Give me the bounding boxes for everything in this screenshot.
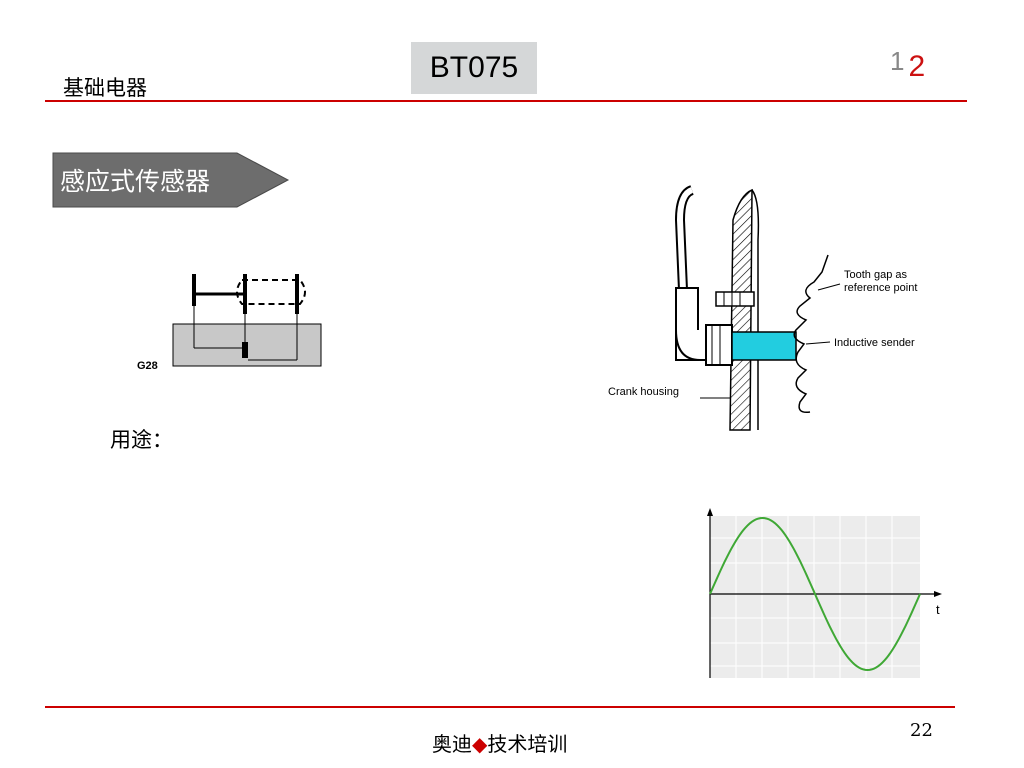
page-indicator-total: 2 xyxy=(908,50,926,83)
section-title: 感应式传感器 xyxy=(60,167,211,196)
inductive-sender-tip xyxy=(731,331,797,361)
induced-voltage-waveform: t xyxy=(707,508,942,678)
inductive-sender-diagram: Tooth gap as reference point Inductive s… xyxy=(608,185,917,431)
label-inductive-sender: Inductive sender xyxy=(834,337,915,349)
footer-diamond-icon: ◆ xyxy=(472,732,488,756)
footer-text: 奥迪◆技术培训 xyxy=(432,728,567,757)
header-title: 基础电器 xyxy=(63,76,147,100)
label-crank-housing: Crank housing xyxy=(608,386,679,398)
page-indicator-current: 1 xyxy=(890,46,905,76)
label-reference-point: reference point xyxy=(844,282,917,294)
header-divider xyxy=(45,100,967,102)
label-tooth-gap: Tooth gap as xyxy=(844,269,907,281)
footer-brand: 奥迪 xyxy=(432,732,472,756)
course-code-badge: BT075 xyxy=(411,42,537,94)
footer-training: 技术培训 xyxy=(487,732,568,756)
usage-label: 用途： xyxy=(110,428,173,452)
sensor-circuit-symbol: G28 xyxy=(137,274,322,372)
page-number: 22 xyxy=(910,720,933,741)
sine-curve xyxy=(709,516,921,672)
footer-divider xyxy=(45,706,955,708)
section-arrow-shape xyxy=(52,152,290,208)
symbol-label: G28 xyxy=(137,360,158,372)
time-axis-label: t xyxy=(936,602,940,617)
